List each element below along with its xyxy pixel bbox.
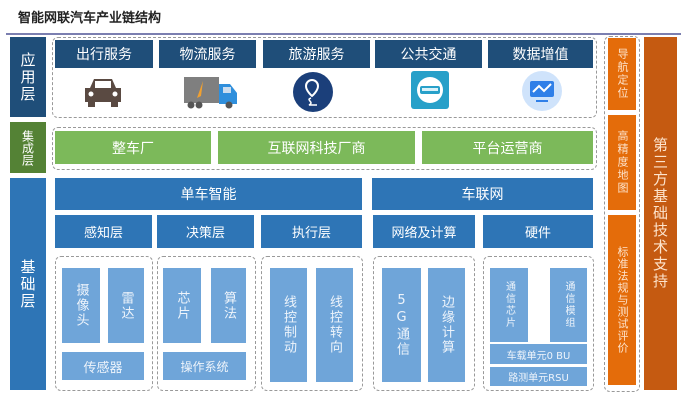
camera-box: 摄像头 [62, 268, 100, 343]
comm-chip-box: 通信芯片 [490, 268, 528, 342]
third-party-support: 第三方基础技术支持 [644, 37, 677, 390]
layer-base-label: 基础层 [10, 178, 46, 390]
edge-computing-box: 边缘计算 [428, 268, 465, 382]
layer-app-label: 应用层 [10, 37, 46, 117]
connected-vehicle-header: 车联网 [372, 178, 593, 210]
5g-box: 5G通信 [382, 268, 421, 382]
decision-group [157, 256, 256, 391]
integration-item: 平台运营商 [422, 131, 593, 164]
app-service: 物流服务 [159, 40, 256, 68]
computing-group [373, 256, 475, 391]
integration-group [52, 127, 597, 170]
layer-integration-label: 集成层 [10, 122, 46, 173]
title-divider [6, 33, 681, 35]
radar-box: 雷达 [108, 268, 144, 343]
rsu-box: 路测单元RSU [490, 367, 587, 386]
execution-group [261, 256, 363, 391]
sub-header: 感知层 [55, 215, 152, 248]
brake-by-wire-box: 线控制动 [270, 268, 307, 382]
obu-box: 车载单元0 BU [490, 344, 587, 364]
page-title: 智能网联汽车产业链结构 [18, 11, 162, 26]
map-route-icon [293, 72, 333, 112]
bus-icon [411, 71, 449, 109]
integration-item: 互联网科技厂商 [218, 131, 415, 164]
app-service: 公共交通 [375, 40, 482, 68]
app-service: 出行服务 [55, 40, 153, 68]
support-item: 高精度地图 [608, 115, 636, 210]
comm-module-box: 通信模组 [550, 268, 587, 342]
chip-box: 芯片 [163, 268, 201, 343]
support-item: 导航定位 [608, 38, 636, 110]
sub-header: 网络及计算 [373, 215, 475, 248]
sub-header: 决策层 [157, 215, 254, 248]
car-icon [85, 79, 121, 107]
app-service: 旅游服务 [263, 40, 370, 68]
app-group [52, 37, 597, 118]
truck-icon [184, 77, 237, 109]
sub-header: 执行层 [261, 215, 362, 248]
integration-item: 整车厂 [55, 131, 211, 164]
algorithm-box: 算法 [211, 268, 246, 343]
app-service: 数据增值 [488, 40, 593, 68]
support-item: 标准法规与测试评价 [608, 215, 636, 385]
hardware-group [483, 256, 594, 391]
perception-group [55, 256, 153, 391]
sub-header: 硬件 [483, 215, 593, 248]
vehicle-intelligence-header: 单车智能 [55, 178, 362, 210]
monitor-chart-icon [522, 71, 562, 111]
support-group [604, 36, 640, 392]
steer-by-wire-box: 线控转向 [316, 268, 353, 382]
os-box: 操作系统 [163, 352, 246, 380]
sensor-box: 传感器 [62, 352, 144, 380]
